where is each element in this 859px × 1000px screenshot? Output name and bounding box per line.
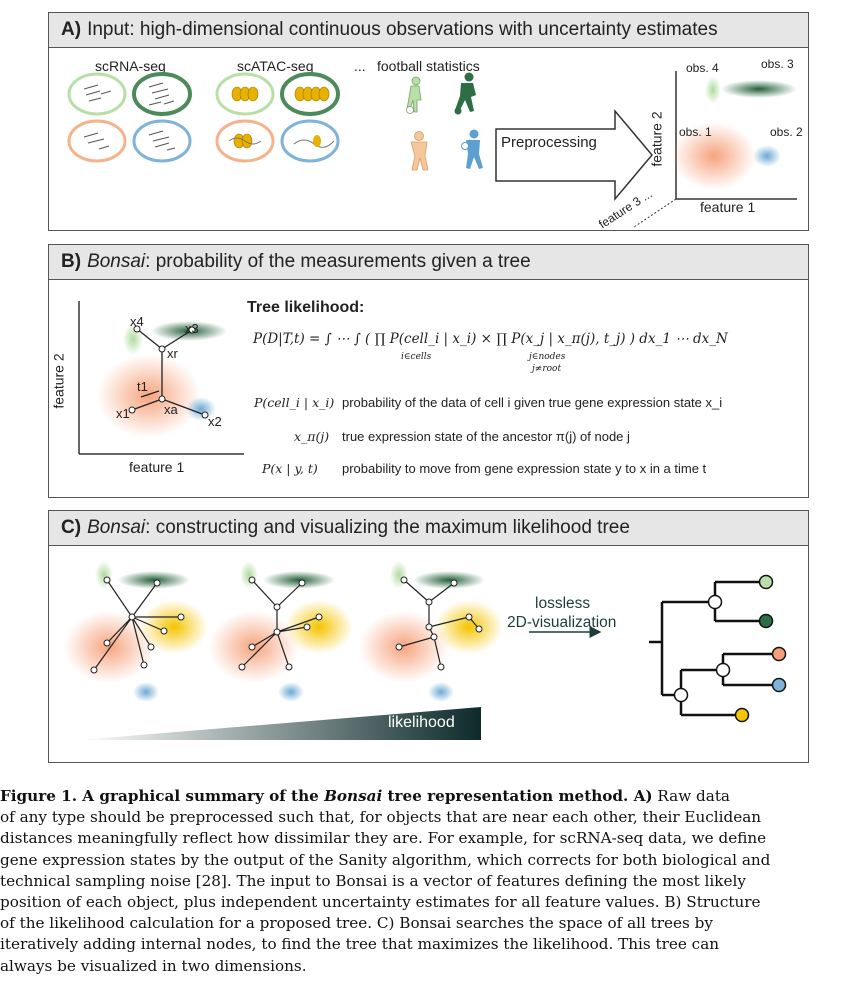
node-x3-label: x3 [185, 321, 199, 336]
preprocessing-label: Preprocessing [501, 134, 597, 151]
def2-symbol: x_π(j) [294, 429, 330, 444]
arrow-label-2d: 2D-visualization [507, 614, 617, 631]
panel-a-header: A) Input: high-dimensional continuous ob… [49, 13, 808, 48]
obs4-label: obs. 4 [686, 61, 719, 75]
caption-line-1: Figure 1. A graphical summary of the Bon… [0, 787, 730, 805]
caption-line-4: gene expression states by the output of … [0, 850, 771, 869]
panel-c-title-rest: : constructing and visualizing the maxim… [145, 517, 630, 538]
panel-b-letter: B) [61, 251, 82, 272]
def1-symbol: P(cell_i | x_i) [254, 395, 335, 410]
wedge-label: likelihood [388, 714, 455, 731]
caption-line-9: always be visualized in two dimensions. [0, 956, 307, 975]
preprocessing-arrow [495, 108, 653, 202]
node-xa-label: xa [164, 402, 178, 417]
football-players [406, 72, 483, 171]
caption-line-5: technical sampling noise [28]. The input… [0, 871, 746, 890]
scatac-cells [215, 72, 340, 163]
formula-sub-root: j≠root [532, 364, 562, 374]
feature-plot-a [633, 71, 797, 228]
node-x4-label: x4 [130, 314, 144, 329]
def1-text: probability of the data of cell i given … [342, 395, 723, 410]
caption-line-7: of the likelihood calculation for a prop… [0, 914, 713, 933]
plot-b-ylabel: feature 2 [50, 353, 67, 409]
figure-caption: Figure 1. A graphical summary of the Bon… [0, 786, 857, 977]
panel-b: B) Bonsai : probability of the measureme… [48, 244, 809, 498]
caption-line-3: distances meaningfully reflect how dissi… [0, 829, 767, 848]
panel-b-header: B) Bonsai : probability of the measureme… [49, 245, 808, 280]
scrna-cells [67, 72, 192, 163]
dendrogram-nodes [673, 574, 787, 723]
panel-c-letter: C) [61, 517, 82, 538]
caption-figure-label: Figure 1. A graphical summary of the Bon… [0, 787, 653, 805]
obs2-label: obs. 2 [770, 125, 803, 139]
tree-iteration-3 [359, 561, 503, 702]
plot-a-ylabel: feature 2 [648, 111, 665, 167]
def3-text: probability to move from gene expression… [342, 461, 707, 476]
panel-c-illustration [64, 561, 787, 740]
caption-line-2: of any type should be preprocessed such … [0, 808, 762, 827]
panel-a-illustration [67, 71, 797, 228]
dataset-ellipsis: ... [354, 58, 366, 74]
def2-text: true expression state of the ancestor π(… [342, 429, 630, 444]
panel-a-title: Input: high-dimensional continuous obser… [87, 19, 718, 40]
panel-b-title-italic: Bonsai [87, 251, 146, 272]
likelihood-formula: P(D|T,t) = ∫ ⋯ ∫ ( ∏ P(cell_i | x_i) × ∏… [253, 331, 728, 347]
arrow-label-lossless: lossless [535, 595, 591, 612]
caption-line-6: position of each object, plus independen… [0, 893, 761, 912]
caption-line-8: iteratively adding internal nodes, to fi… [0, 935, 720, 954]
panel-c: C) Bonsai : constructing and visualizing… [48, 510, 809, 763]
likelihood-title: Tree likelihood: [247, 299, 365, 316]
panel-b-tree-plot [78, 301, 244, 455]
dataset-football-label: football statistics [377, 58, 480, 74]
panel-c-title-italic: Bonsai [87, 517, 146, 538]
node-xr-label: xr [167, 346, 178, 361]
tree-iteration-1 [64, 561, 208, 702]
obs1-label: obs. 1 [679, 125, 712, 139]
node-x2-label: x2 [208, 414, 222, 429]
formula-sub-cells: i∈cells [401, 352, 432, 362]
obs3-label: obs. 3 [761, 57, 794, 71]
plot-b-xlabel: feature 1 [129, 459, 185, 475]
dataset-scrna-label: scRNA-seq [95, 58, 166, 74]
panel-c-header: C) Bonsai : constructing and visualizing… [49, 511, 808, 546]
panel-b-title-rest: : probability of the measurements given … [145, 251, 531, 272]
def3-symbol: P(x | y, t) [262, 461, 318, 476]
node-x1-label: x1 [116, 406, 130, 421]
likelihood-wedge [79, 707, 481, 740]
edge-t1-label: t1 [137, 379, 148, 394]
tree-iteration-2 [209, 561, 353, 702]
panel-a-letter: A) [61, 19, 82, 40]
plot-a-xlabel: feature 1 [700, 199, 756, 215]
panel-a: A) Input: high-dimensional continuous ob… [48, 12, 809, 231]
dataset-scatac-label: scATAC-seq [237, 58, 314, 74]
formula-sub-nodes: j∈nodes [529, 352, 566, 362]
